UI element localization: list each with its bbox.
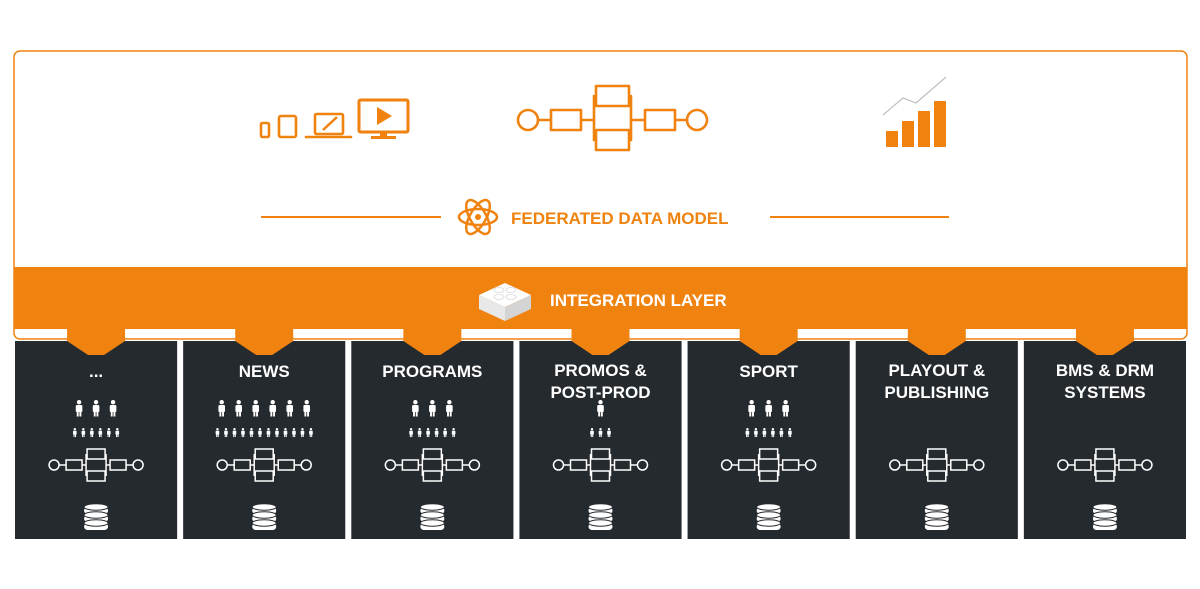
system-panel: PLAYOUT & PUBLISHING: [855, 328, 1018, 539]
system-panel: BMS & DRM SYSTEMS: [1023, 328, 1186, 539]
connector-tab: [571, 328, 630, 355]
integration-layer-band: [14, 267, 1187, 329]
connector-tab: [907, 328, 966, 355]
system-label: PROMOS &: [554, 361, 647, 380]
system-label: SYSTEMS: [1064, 383, 1145, 402]
workflow-icon: [889, 448, 985, 482]
growth-chart-icon: [882, 76, 947, 147]
workflow-icon: [516, 84, 709, 152]
workflow-icon: [1057, 448, 1153, 482]
team-people-icon: [745, 400, 792, 438]
building-brick-icon: [479, 283, 531, 321]
team-people-icon: [590, 400, 611, 438]
database-icon: [924, 503, 950, 530]
system-label: NEWS: [239, 362, 290, 381]
system-label: SPORT: [739, 362, 798, 381]
system-panel: SPORT: [687, 328, 850, 539]
database-icon: [756, 503, 782, 530]
connector-tab: [235, 328, 294, 355]
system-panel: ...: [15, 328, 178, 539]
team-people-icon: [215, 400, 313, 438]
connector-tab: [67, 328, 126, 355]
database-icon: [1092, 503, 1118, 530]
system-label: PUBLISHING: [884, 383, 989, 402]
devices-icon: [259, 98, 410, 139]
team-people-icon: [73, 400, 120, 438]
database-icon: [588, 503, 613, 530]
database-icon: [251, 503, 277, 530]
workflow-icon: [552, 448, 649, 482]
workflow-icon: [48, 448, 144, 482]
workflow-icon: [720, 448, 817, 482]
integration-layer-label: INTEGRATION LAYER: [550, 291, 727, 310]
system-panel: PROMOS & POST-PROD: [519, 328, 682, 539]
connector-tab: [403, 328, 462, 355]
connector-tab: [739, 328, 798, 355]
system-label: PLAYOUT &: [888, 361, 985, 380]
federated-model-label: FEDERATED DATA MODEL: [511, 209, 729, 228]
system-label: ...: [89, 362, 103, 381]
system-label: BMS & DRM: [1056, 361, 1154, 380]
team-people-icon: [409, 400, 456, 438]
system-panels: ... NEWS PROGRAMS PROMOS & POST-PROD SPORT PLA…: [15, 328, 1186, 539]
workflow-icon: [384, 448, 481, 482]
workflow-icon: [216, 448, 312, 482]
system-label: PROGRAMS: [382, 362, 482, 381]
system-label: POST-PROD: [550, 383, 650, 402]
database-icon: [419, 503, 445, 530]
database-icon: [83, 503, 109, 530]
system-panel: NEWS: [183, 328, 346, 539]
system-panel: PROGRAMS: [351, 328, 514, 539]
connector-tab: [1075, 328, 1134, 355]
atom-icon: [457, 198, 499, 236]
